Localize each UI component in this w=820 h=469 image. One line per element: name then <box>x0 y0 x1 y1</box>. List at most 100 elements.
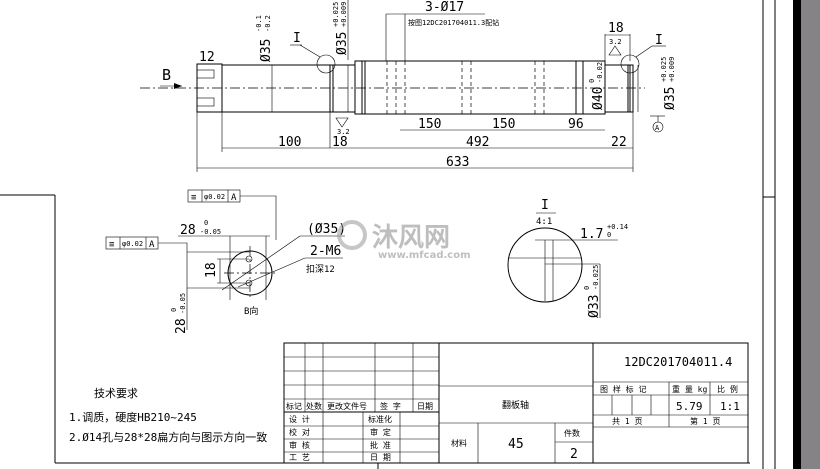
tolerance-value: φ0.02 <box>122 240 143 248</box>
tolerance-datum: A <box>149 240 155 250</box>
detail-label: I <box>541 198 549 213</box>
scale-value: 1:1 <box>720 400 740 413</box>
sign-label: 标准化 <box>368 414 392 424</box>
dim-18: 18 <box>204 262 219 278</box>
tol-upper: 0 <box>170 308 178 312</box>
dia-note: (Ø35) <box>307 222 346 237</box>
roughness-left: 3.2 <box>337 128 350 136</box>
detail-label-left: I <box>293 31 301 46</box>
sign-label: 审 核 <box>289 440 310 450</box>
tol-lower: -0.05 <box>200 228 221 236</box>
dim-492: 492 <box>466 135 489 150</box>
sign-label: 校 对 <box>289 427 310 437</box>
tol-lower: +0.009 <box>668 57 676 82</box>
dim-150-a: 150 <box>418 117 441 132</box>
tol-upper: +0.14 <box>607 223 628 231</box>
symmetry-icon: ≡ <box>191 193 197 203</box>
dim-22: 22 <box>611 135 627 150</box>
tol-lower: -0.2 <box>264 15 272 32</box>
dim-key-width: 12 <box>199 50 215 65</box>
viewport-edge-dark <box>793 0 801 469</box>
watermark-brand: 沐风网 <box>372 223 450 253</box>
header-drawing-mark: 图 样 标 记 <box>600 384 646 394</box>
hole-note: 3-Ø17 <box>425 0 464 15</box>
dim-100: 100 <box>278 135 301 150</box>
dim-dia-bearing: Ø35 <box>335 32 350 55</box>
detail-circle-left <box>316 54 336 74</box>
dim-dia-40: Ø40 <box>591 87 606 110</box>
weight-value: 5.79 <box>676 400 703 413</box>
tol-lower: 0 <box>607 231 611 239</box>
tol-upper: -0.1 <box>255 15 263 32</box>
dim-96: 96 <box>568 117 584 132</box>
sign-label: 工 艺 <box>289 453 310 462</box>
dim-dia-right: Ø35 <box>663 87 678 110</box>
datum-label: A <box>655 124 660 132</box>
hole-ref: 按图12DC201704011.3配钻 <box>408 18 499 27</box>
dim-28-horizontal: 28 <box>180 223 196 238</box>
detail-scale: 4:1 <box>536 217 552 227</box>
dim-groove-dia: Ø33 <box>587 295 602 318</box>
shaft-main-view <box>140 44 666 115</box>
roughness-icon <box>335 117 349 128</box>
detail-label-right: I <box>655 33 663 48</box>
tech-requirement-item: 1.调质，硬度HB210~245 <box>69 410 197 424</box>
detail-view-i: I 4:1 1.7 +0.14 0 Ø33 0 -0.025 <box>507 198 628 318</box>
thread-depth: 扣深12 <box>306 263 335 275</box>
b-view-caption: B向 <box>244 305 258 317</box>
watermark-logo-icon <box>337 220 367 250</box>
roughness-icon <box>608 45 622 56</box>
rev-header: 签 字 <box>380 401 401 411</box>
tech-requirements-title: 技术要求 <box>94 387 138 400</box>
tol-upper: 0 <box>588 79 596 83</box>
tolerance-frame-2: ≡ φ0.02 A <box>105 236 188 330</box>
tolerance-frame-1: ≡ φ0.02 A <box>187 189 277 240</box>
dim-18-right: 18 <box>608 21 624 36</box>
tol-lower: +0.009 <box>340 2 348 27</box>
header-scale: 比 例 <box>717 384 738 394</box>
b-view: ≡ φ0.02 A ≡ φ0.02 A 28 0 -0.05 28 0 - <box>105 189 346 334</box>
sign-label: 审 定 <box>370 427 391 437</box>
sign-label: 日 期 <box>370 453 391 462</box>
tol-upper: +0.025 <box>660 57 668 82</box>
dim-28-vertical: 28 <box>174 318 189 334</box>
main-view-annotations: B 3-Ø17 按图12DC201704011.3配钻 12 I I Ø35 -… <box>162 0 678 170</box>
dim-150-b: 150 <box>492 117 515 132</box>
rev-header: 处数 <box>306 401 322 411</box>
material-label: 材料 <box>451 438 467 448</box>
tol-upper: 0 <box>583 286 591 290</box>
tol-lower: -0.02 <box>596 62 604 83</box>
thread-note: 2-M6 <box>310 244 341 259</box>
sheets-total: 共 1 页 <box>612 417 642 426</box>
quantity-value: 2 <box>570 447 578 462</box>
watermark: 沐风网 www.mfcad.com <box>337 220 471 261</box>
datum-symbol <box>652 121 664 133</box>
viewport-scroll-area[interactable] <box>801 0 820 469</box>
tech-requirement-item: 2.Ø14孔与28*28扁方向与图示方向一致 <box>69 430 267 444</box>
rev-header: 更改文件号 <box>327 401 367 411</box>
drawing-number: 12DC201704011.4 <box>624 355 732 369</box>
view-arrow-label: B <box>162 66 171 84</box>
tol-upper: +0.025 <box>332 2 340 27</box>
header-weight: 重 量 kg <box>672 384 707 394</box>
dim-18-left: 18 <box>332 135 348 150</box>
tolerance-value: φ0.02 <box>204 193 225 201</box>
sign-label: 设 计 <box>289 414 310 424</box>
roughness-right: 3.2 <box>609 38 622 46</box>
watermark-url: www.mfcad.com <box>378 250 471 261</box>
tolerance-datum: A <box>231 193 237 203</box>
tol-lower: -0.05 <box>179 293 187 314</box>
tech-requirements: 技术要求 1.调质，硬度HB210~245 2.Ø14孔与28*28扁方向与图示… <box>69 387 267 444</box>
rev-header: 日期 <box>417 402 433 411</box>
title-block: 标记 处数 更改文件号 签 字 日期 设 计 标准化 校 对 审 定 审 核 批… <box>283 342 749 464</box>
material-value: 45 <box>508 437 524 452</box>
dim-groove-width: 1.7 <box>580 227 603 242</box>
dimension-lines <box>160 0 639 172</box>
rev-header: 标记 <box>286 401 302 411</box>
symmetry-icon: ≡ <box>109 240 115 250</box>
dim-dia-left: Ø35 <box>259 39 274 62</box>
dim-633: 633 <box>446 155 469 170</box>
